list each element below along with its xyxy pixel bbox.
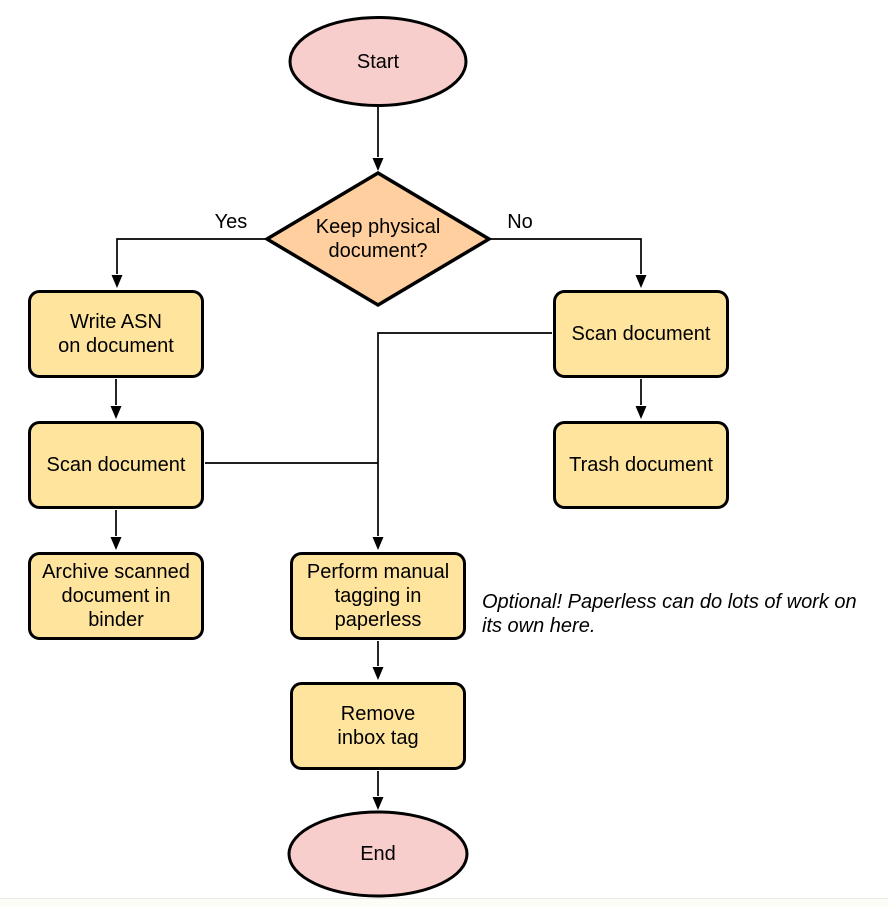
edge-write-asn-to-scan-left xyxy=(110,379,122,419)
arrowhead xyxy=(372,537,384,550)
edge-decision-to-write-asn-yes xyxy=(111,238,266,288)
remove-inbox-process-shape xyxy=(290,682,466,770)
edge-start-to-decision xyxy=(372,107,384,171)
edge-line xyxy=(490,238,642,274)
arrowhead xyxy=(110,537,122,550)
edge-line xyxy=(116,238,266,274)
write-asn-process-shape xyxy=(28,290,204,378)
edge-tagging-to-remove-inbox xyxy=(372,641,384,680)
edge-line xyxy=(377,332,552,536)
arrowhead xyxy=(372,667,384,680)
arrowhead xyxy=(372,797,384,810)
edge-decision-to-scan-right-no xyxy=(490,238,647,288)
edge-remove-inbox-to-end xyxy=(372,771,384,810)
decision-diamond-shape xyxy=(263,170,493,308)
perform-tagging-process-shape xyxy=(290,552,466,640)
archive-process-shape xyxy=(28,552,204,640)
edge-scan-left-to-archive xyxy=(110,510,122,550)
end-terminator-shape xyxy=(287,810,469,898)
trash-process-shape xyxy=(553,421,729,509)
start-terminator-shape xyxy=(288,16,468,107)
page-bottom-edge xyxy=(0,898,888,907)
scan-right-process-shape xyxy=(553,290,729,378)
edge-scan-right-to-tagging xyxy=(372,332,552,550)
scan-left-process-shape xyxy=(28,421,204,509)
edge-scan-right-to-trash xyxy=(635,379,647,419)
arrowhead xyxy=(111,275,123,288)
arrowhead xyxy=(110,406,122,419)
arrowhead xyxy=(635,406,647,419)
arrowhead xyxy=(635,275,647,288)
arrowhead xyxy=(372,158,384,171)
